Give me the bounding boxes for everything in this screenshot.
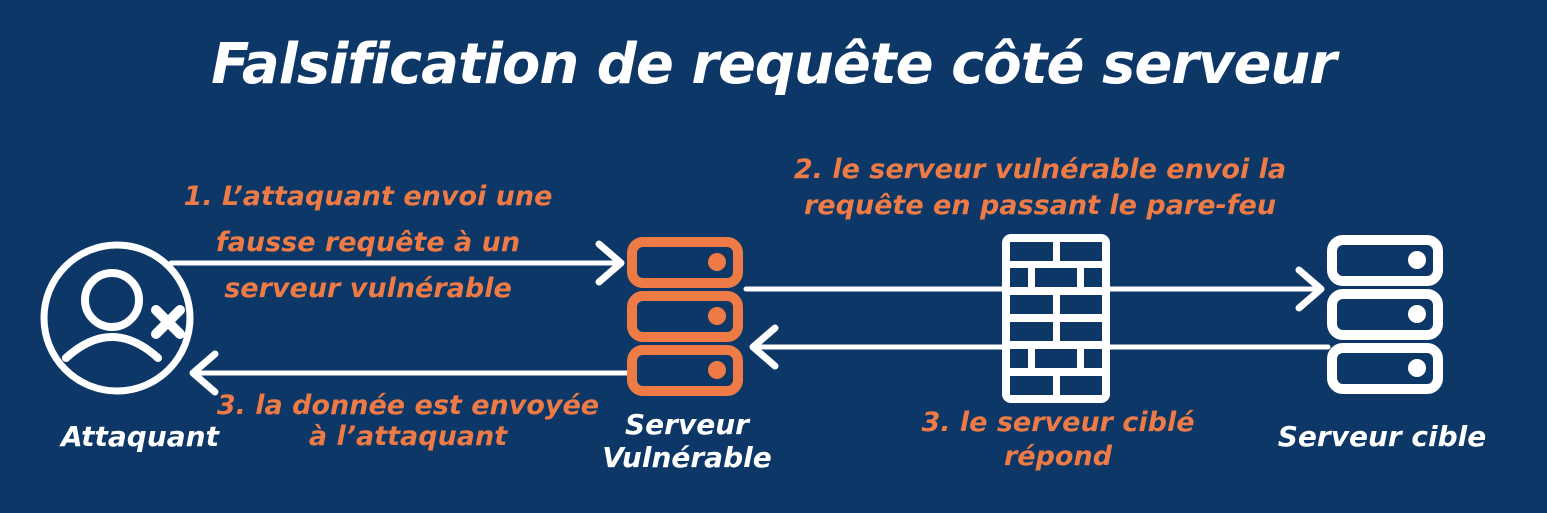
attacker-icon — [40, 241, 194, 395]
vulnerable-server-icon — [627, 237, 743, 396]
arrow-vulnerable-server-to-attacker — [189, 350, 633, 396]
annotation-step1-request: 1. L’attaquant envoi une fausse requête … — [183, 181, 553, 304]
x-mark-icon — [151, 305, 185, 339]
target-server-icon — [1327, 235, 1443, 394]
annotation-step3-response: 3. le serveur ciblé répond — [921, 407, 1195, 472]
arrow-attacker-to-vulnerable-server — [168, 240, 625, 286]
annotation-step3-return: 3. la donnée est envoyée à l’attaquant — [216, 390, 600, 452]
attacker-label: Attaquant — [61, 420, 219, 453]
page-title: Falsification de requête côté serveur — [211, 32, 1337, 97]
target-server-label: Serveur cible — [1277, 420, 1487, 453]
vulnerable-server-label: Serveur Vulnérable — [602, 408, 772, 474]
annotation-step2-forward: 2. le serveur vulnérable envoi la requêt… — [793, 154, 1287, 221]
firewall-icon — [1002, 234, 1110, 403]
